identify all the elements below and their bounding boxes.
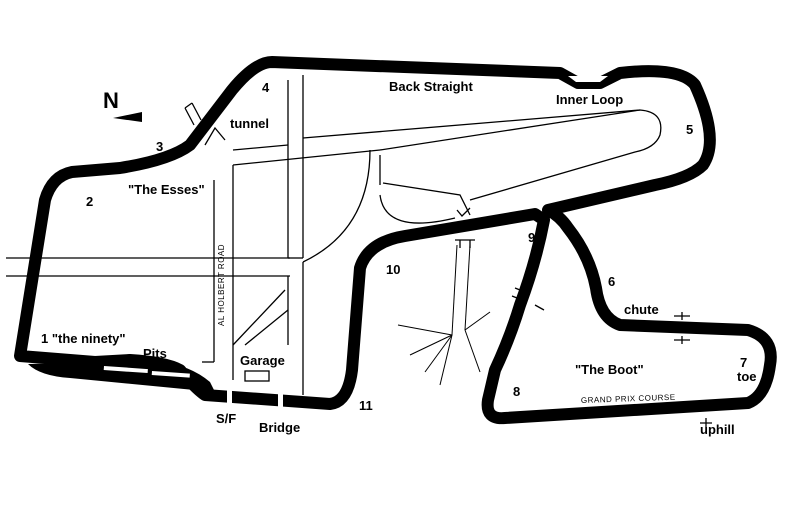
- north-label: N: [103, 88, 119, 113]
- back-straight-label: Back Straight: [389, 79, 473, 94]
- turn-11-label: 11: [359, 398, 373, 413]
- service-roads: [6, 75, 662, 395]
- grand-prix-course-label: GRAND PRIX COURSE: [581, 393, 676, 405]
- turn-6-label: 6: [608, 274, 615, 289]
- turn-numbers: 4 3 2 5 6 7 8 9 10 11: [86, 80, 747, 413]
- boot-label: "The Boot": [575, 362, 644, 377]
- turn-7-label: 7: [740, 355, 747, 370]
- garage-building: [244, 370, 270, 382]
- garage-label: Garage: [240, 353, 285, 368]
- section-labels: Back Straight Inner Loop tunnel "The Ess…: [41, 79, 757, 437]
- inner-loop-label: Inner Loop: [556, 92, 623, 107]
- north-arrow: N: [103, 88, 142, 122]
- turn-4-label: 4: [262, 80, 270, 95]
- road-name-label: AL HOLBERT ROAD: [217, 244, 226, 326]
- inner-loop-notch: [568, 76, 608, 82]
- north-arrow-icon: [113, 112, 142, 122]
- turn-5-label: 5: [686, 122, 693, 137]
- start-finish-label: S/F: [216, 411, 236, 426]
- chute-label: chute: [624, 302, 659, 317]
- bridge-label: Bridge: [259, 420, 300, 435]
- spectator-paths: [397, 244, 491, 386]
- bridge-gaps: [227, 389, 283, 412]
- pit-lane: [28, 362, 215, 392]
- tunnel-label: tunnel: [230, 116, 269, 131]
- turn-8-label: 8: [513, 384, 520, 399]
- pits-label: Pits: [143, 346, 167, 361]
- turn-10-label: 10: [386, 262, 400, 277]
- turn-3-label: 3: [156, 139, 163, 154]
- turn-2-label: 2: [86, 194, 93, 209]
- race-track: [14, 56, 777, 425]
- marshal-post-marks: [184, 102, 714, 427]
- esses-label: "The Esses": [128, 182, 205, 197]
- uphill-label: uphill: [700, 422, 735, 437]
- toe-label: toe: [737, 369, 757, 384]
- turn-9-label: 9: [528, 230, 535, 245]
- ninety-label: 1 "the ninety": [41, 331, 126, 346]
